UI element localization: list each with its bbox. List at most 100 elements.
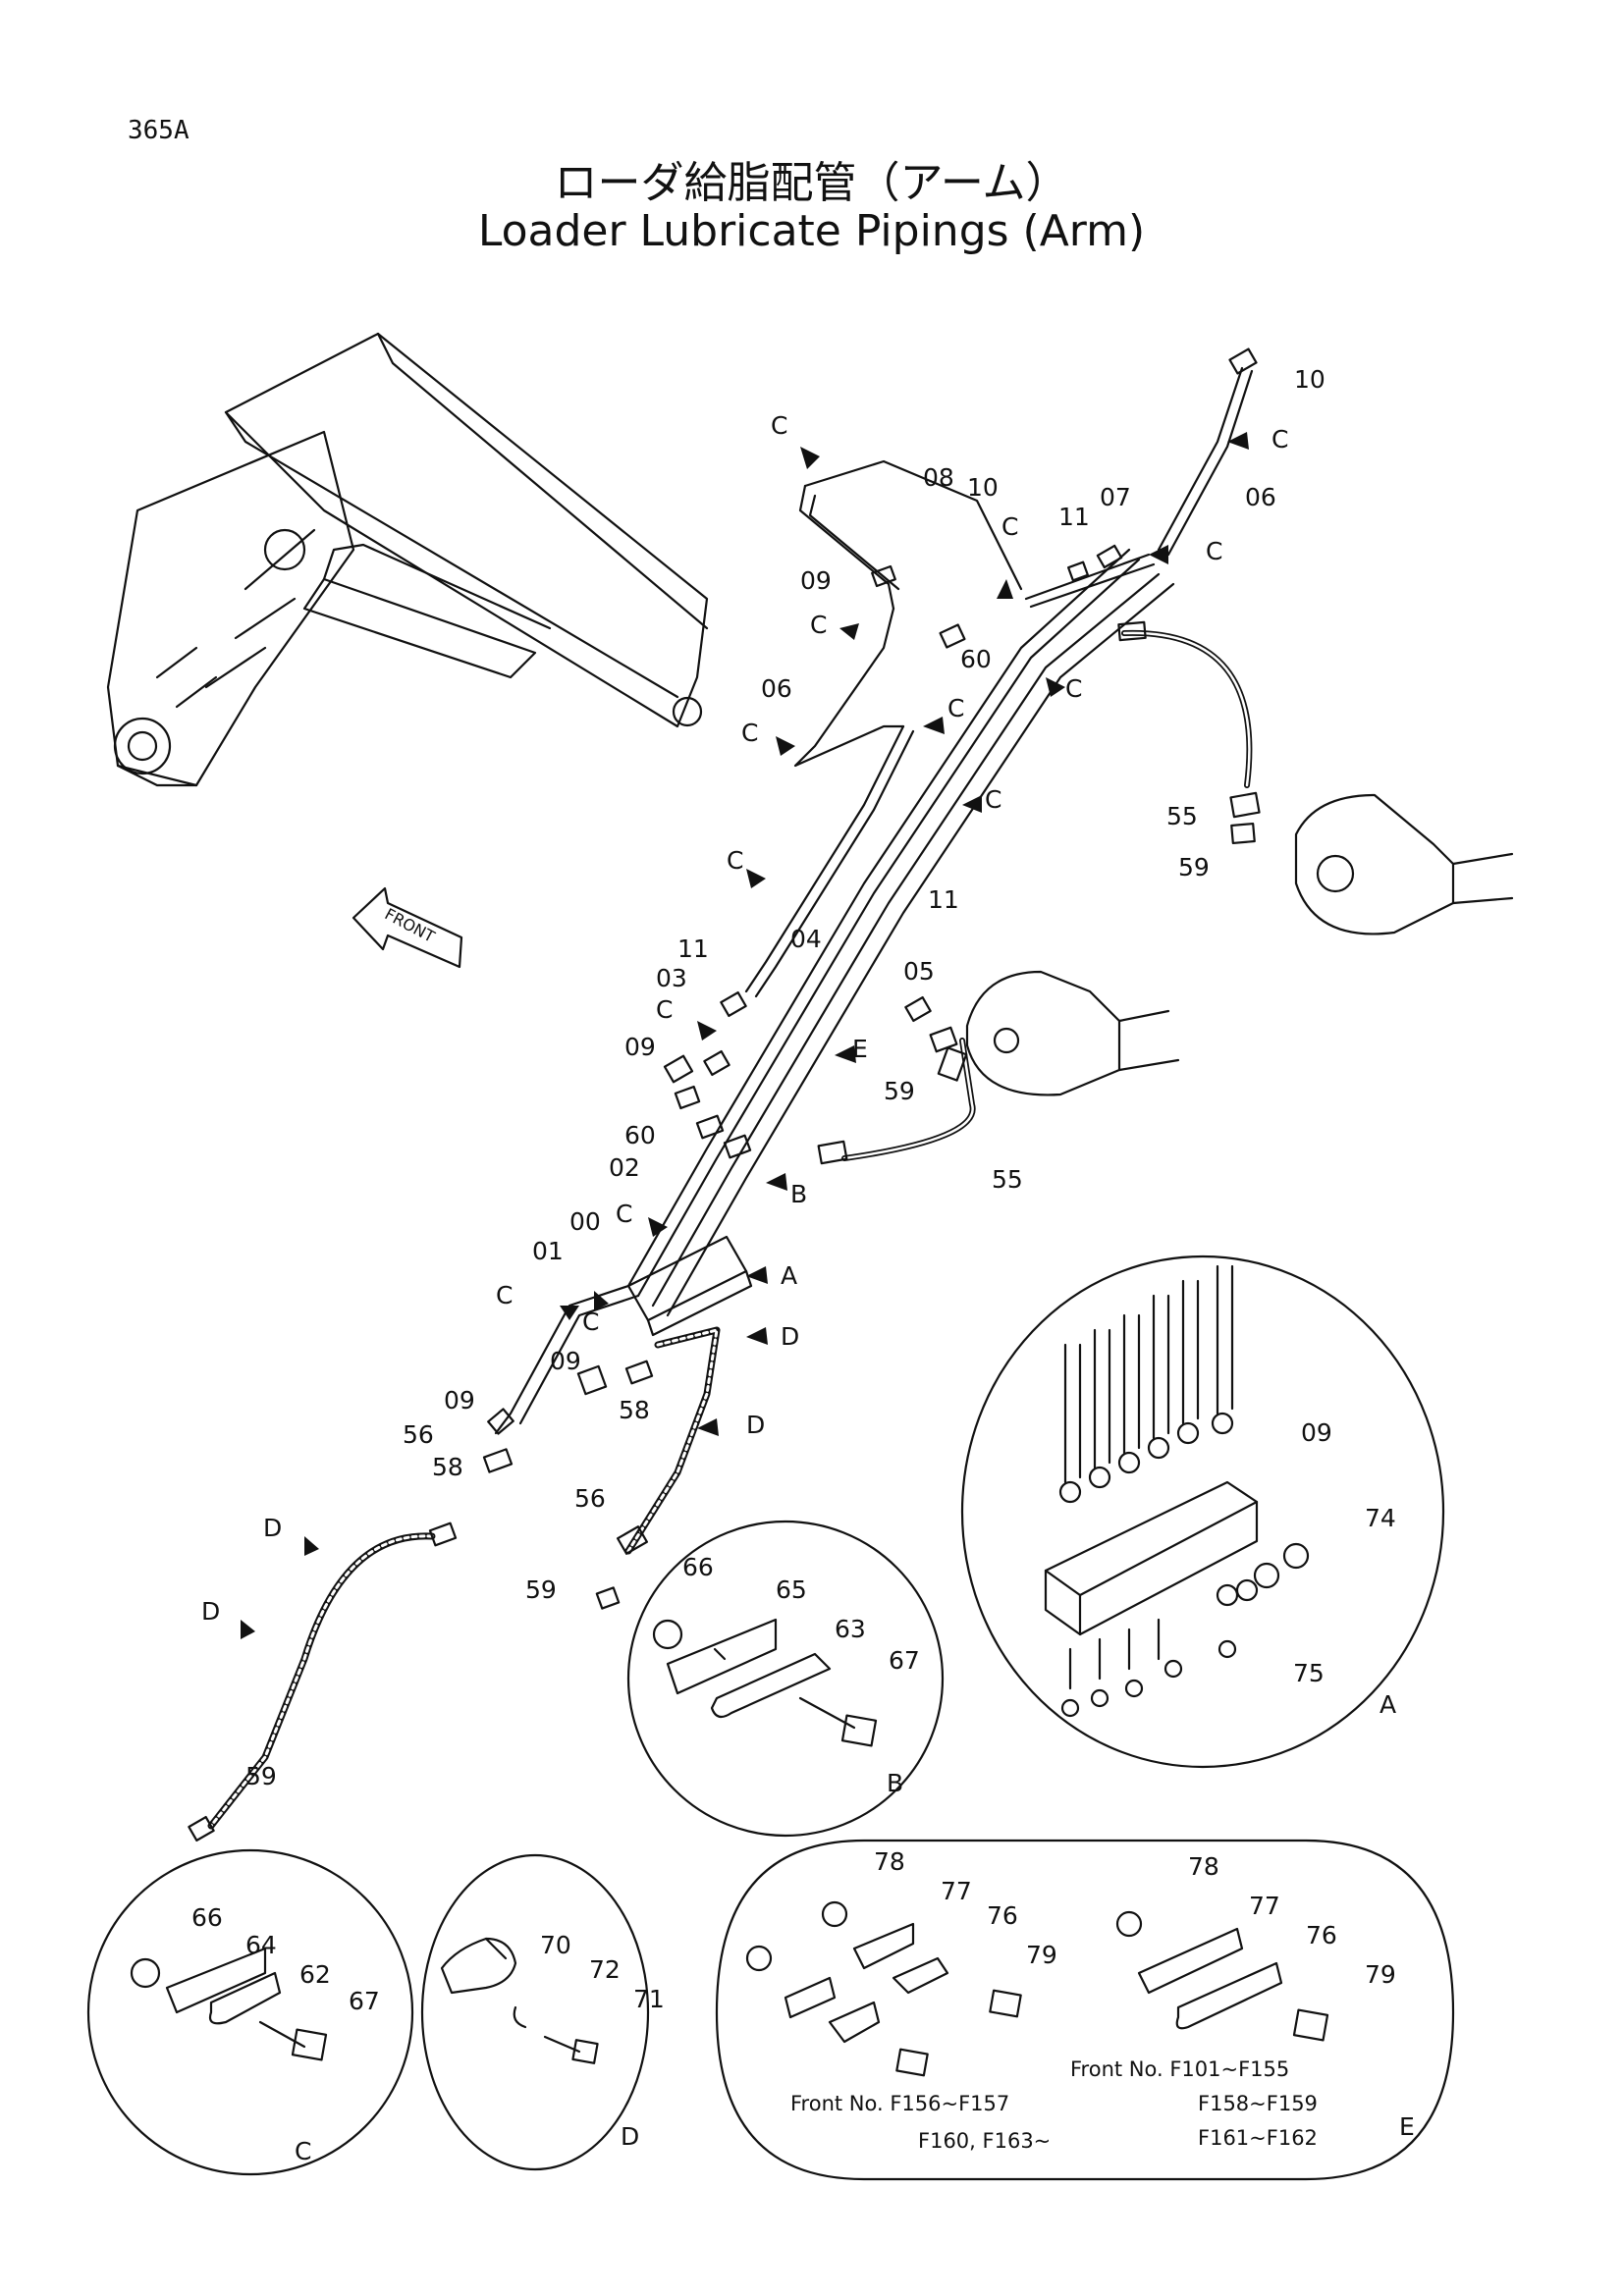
svg-text:67: 67 xyxy=(889,1646,920,1675)
cylinder-end-right-upper xyxy=(1294,793,1514,935)
callout-05: 05 xyxy=(903,957,935,986)
callout-09: 09 xyxy=(444,1386,475,1415)
lubricate-pipes xyxy=(188,347,1261,1842)
callout-b: B xyxy=(790,1180,807,1208)
callout-c: C xyxy=(1065,674,1082,703)
svg-text:74: 74 xyxy=(1365,1504,1396,1532)
svg-text:76: 76 xyxy=(1306,1921,1337,1949)
callout-10: 10 xyxy=(967,473,999,502)
svg-text:79: 79 xyxy=(1026,1941,1057,1969)
svg-text:66: 66 xyxy=(682,1553,714,1581)
svg-text:Front No. F156~F157: Front No. F156~F157 xyxy=(790,2092,1009,2115)
detail-b xyxy=(626,1520,945,1838)
title-japanese: ローダ給脂配管（アーム） xyxy=(554,158,1069,208)
callout-c: C xyxy=(727,846,743,875)
callout-58: 58 xyxy=(432,1453,463,1481)
svg-text:77: 77 xyxy=(941,1877,972,1905)
callout-c: C xyxy=(810,611,827,639)
callout-c: C xyxy=(1271,425,1288,454)
page-code: 365A xyxy=(128,116,189,145)
svg-text:62: 62 xyxy=(299,1960,331,1989)
callout-c: C xyxy=(771,411,787,440)
svg-text:09: 09 xyxy=(1301,1418,1332,1447)
callout-59: 59 xyxy=(884,1077,915,1105)
callout-59: 59 xyxy=(245,1762,277,1790)
callout-c: C xyxy=(656,995,673,1024)
callout-55: 55 xyxy=(1166,802,1198,830)
callout-59: 59 xyxy=(525,1575,557,1604)
callout-c: C xyxy=(741,719,758,747)
cylinder-end-right-lower xyxy=(965,970,1180,1096)
svg-text:78: 78 xyxy=(874,1847,905,1876)
svg-text:75: 75 xyxy=(1293,1659,1325,1687)
callout-56: 56 xyxy=(403,1420,434,1449)
callout-02: 02 xyxy=(609,1153,640,1182)
callout-a: A xyxy=(781,1261,797,1290)
svg-text:72: 72 xyxy=(589,1955,621,1984)
callout-arrows xyxy=(241,432,1249,1639)
callout-c: C xyxy=(582,1308,599,1336)
callout-59: 59 xyxy=(1178,853,1210,881)
callout-c: C xyxy=(1206,537,1222,565)
callout-c: C xyxy=(496,1281,513,1309)
callout-d: D xyxy=(201,1597,220,1626)
svg-text:65: 65 xyxy=(776,1575,807,1604)
callout-06: 06 xyxy=(761,674,792,703)
loader-arm xyxy=(106,332,709,787)
callout-01: 01 xyxy=(532,1237,564,1265)
callout-55: 55 xyxy=(992,1165,1023,1194)
callout-06: 06 xyxy=(1245,483,1276,511)
detail-b-letter: B xyxy=(887,1769,903,1797)
detail-a-labels: 09 74 75 A xyxy=(1293,1418,1396,1719)
svg-text:F161~F162: F161~F162 xyxy=(1198,2126,1318,2150)
detail-e-letter: E xyxy=(1399,2112,1415,2141)
callout-10: 10 xyxy=(1294,365,1325,394)
callout-07: 07 xyxy=(1100,483,1131,511)
callout-11: 11 xyxy=(928,885,959,914)
detail-e xyxy=(715,1839,1455,2181)
svg-text:67: 67 xyxy=(349,1987,380,2015)
svg-text:71: 71 xyxy=(633,1985,665,2013)
svg-text:76: 76 xyxy=(987,1901,1018,1930)
detail-b-labels: 66 65 63 67 B xyxy=(682,1553,920,1797)
detail-d-letter: D xyxy=(621,2122,639,2151)
svg-text:Front No. F101~F155: Front No. F101~F155 xyxy=(1070,2057,1289,2081)
detail-a-letter: A xyxy=(1380,1690,1396,1719)
svg-text:77: 77 xyxy=(1249,1892,1280,1920)
callout-c: C xyxy=(985,785,1001,814)
detail-d-labels: 70 72 71 D xyxy=(540,1931,665,2151)
callout-58: 58 xyxy=(619,1396,650,1424)
callout-60: 60 xyxy=(960,645,992,673)
callout-d: D xyxy=(746,1411,765,1439)
callout-03: 03 xyxy=(656,964,687,992)
callout-11: 11 xyxy=(677,934,709,963)
callout-labels: 10 08 10 11 07 06 09 60 06 55 59 11 11 0… xyxy=(201,365,1325,1790)
callout-d: D xyxy=(781,1322,799,1351)
callout-c: C xyxy=(1001,512,1018,541)
callout-00: 00 xyxy=(569,1207,601,1236)
detail-d xyxy=(420,1853,650,2171)
callout-09: 09 xyxy=(624,1033,656,1061)
callout-e: E xyxy=(852,1035,868,1063)
svg-text:F160, F163~: F160, F163~ xyxy=(918,2129,1051,2153)
svg-text:F158~F159: F158~F159 xyxy=(1198,2092,1318,2115)
detail-e-labels: 78 77 76 79 78 77 76 79 E xyxy=(874,1847,1415,2141)
svg-text:66: 66 xyxy=(191,1903,223,1932)
svg-text:64: 64 xyxy=(245,1931,277,1959)
front-arrow-icon xyxy=(352,886,463,969)
detail-c-labels: 66 64 62 67 C xyxy=(191,1903,380,2165)
callout-56: 56 xyxy=(574,1484,606,1513)
callout-60: 60 xyxy=(624,1121,656,1149)
callout-09: 09 xyxy=(800,566,832,595)
callout-c: C xyxy=(616,1200,632,1228)
callout-09: 09 xyxy=(550,1347,581,1375)
detail-c xyxy=(86,1848,414,2176)
callout-08: 08 xyxy=(923,463,954,492)
detail-a xyxy=(960,1255,1445,1769)
callout-11: 11 xyxy=(1058,503,1090,531)
callout-c: C xyxy=(947,694,964,722)
svg-text:70: 70 xyxy=(540,1931,571,1959)
callout-d: D xyxy=(263,1514,282,1542)
detail-c-letter: C xyxy=(295,2137,311,2165)
